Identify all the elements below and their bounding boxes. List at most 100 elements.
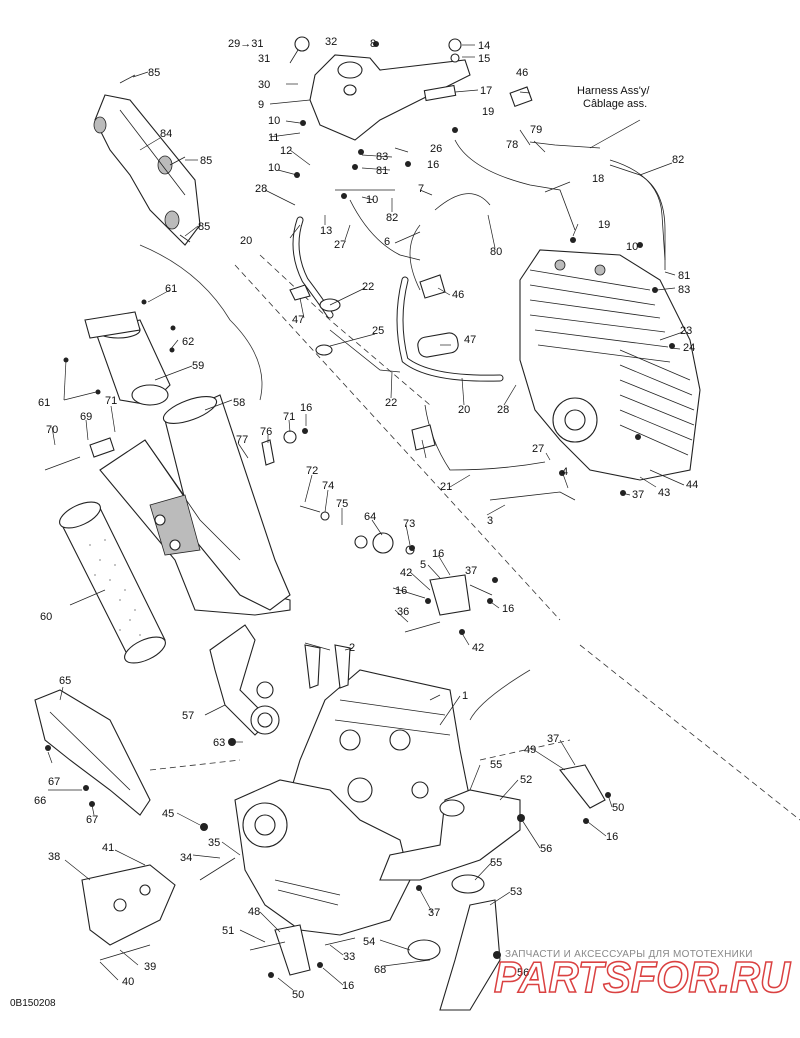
callout-16-g: 16 [342,980,354,992]
callout-41: 41 [102,842,114,854]
callout-84: 84 [160,128,172,140]
exhaust-pipe-57 [209,624,280,736]
callout-25: 25 [372,325,384,337]
callout-3: 3 [487,515,493,527]
callout-80: 80 [490,246,502,258]
callout-71-a: 71 [105,395,117,407]
harness-label: Harness Ass'y/ [577,85,650,97]
callout-7: 7 [418,183,424,195]
callout-16-a: 16 [427,159,439,171]
bracket-49-52 [559,764,606,809]
muffler-58 [99,394,291,616]
callout-47-b: 47 [464,334,476,346]
callout-16-c: 16 [432,548,444,560]
callout-19-b: 19 [598,219,610,231]
exhaust-manifold [379,789,521,1011]
heat-shield-84 [93,94,201,246]
callout-50-a: 50 [612,802,624,814]
callout-5: 5 [420,559,426,571]
callout-22-b: 22 [385,397,397,409]
callout-54: 54 [363,936,375,948]
harness-label-fr: Câblage ass. [583,98,647,110]
callout-56-b: 56 [517,967,529,979]
callout-73: 73 [403,518,415,530]
callout-37-b: 37 [465,565,477,577]
callout-44: 44 [686,479,698,491]
callout-65: 65 [59,675,71,687]
callout-42-a: 42 [400,567,412,579]
callout-labels: 29→31 32 14 15 31 8 30 17 9 46 85 19 Har… [34,36,698,1001]
callout-4: 4 [562,466,568,478]
clamps-gaskets [289,86,533,451]
packing-60 [59,501,166,664]
reference-lines [139,224,800,821]
callout-62: 62 [182,336,194,348]
watermark-logo: PARTSFOR.RU [494,953,791,1002]
callout-82-b: 82 [386,212,398,224]
callout-8: 8 [370,38,376,50]
callout-79: 79 [530,124,542,136]
callout-9: 9 [258,99,264,111]
callout-37-c: 37 [547,733,559,745]
callout-55-a: 55 [490,759,502,771]
drawing-code: 0B150208 [10,998,56,1009]
callout-20-b: 20 [458,404,470,416]
callout-47-a: 47 [292,314,304,326]
inner-tube-59 [84,311,171,406]
callout-15: 15 [478,53,490,65]
callout-16-d: 16 [395,585,407,597]
callout-50-b: 50 [292,989,304,1001]
callout-75: 75 [336,498,348,510]
callout-82-a: 82 [672,154,684,166]
callout-67-b: 67 [86,814,98,826]
callout-66: 66 [34,795,46,807]
callout-56-a: 56 [540,843,552,855]
callout-78: 78 [506,139,518,151]
callout-68: 68 [374,964,386,976]
callout-59: 59 [192,360,204,372]
engine-block [519,249,701,481]
callout-61-a: 61 [165,283,177,295]
callout-23: 23 [680,325,692,337]
callout-39: 39 [144,961,156,973]
callout-26: 26 [430,143,442,155]
harness-leader [529,119,641,149]
callout-10-b: 10 [268,162,280,174]
leader-lines [47,44,685,991]
callout-10-c: 10 [366,194,378,206]
bracket-5 [429,574,471,616]
callout-11: 11 [268,132,279,144]
cable-82 [335,159,666,261]
callout-10-a: 10 [268,115,280,127]
callout-12: 12 [280,145,292,157]
callout-13: 13 [320,225,332,237]
callout-18: 18 [592,173,604,185]
callout-60: 60 [40,611,52,623]
callout-37-a: 37 [632,489,644,501]
callout-35: 35 [208,837,220,849]
callout-83-b: 83 [678,284,690,296]
callout-55-b: 55 [490,857,502,869]
callout-70: 70 [46,424,58,436]
nut-dots [45,41,675,978]
callout-46-top: 46 [516,67,528,79]
callout-6: 6 [384,236,390,248]
callout-20-a: 20 [240,235,252,247]
callout-34: 34 [180,852,192,864]
callout-28-b: 28 [497,404,509,416]
callout-45: 45 [162,808,174,820]
callout-42-b: 42 [472,642,484,654]
callout-49: 49 [524,744,536,756]
callout-36: 36 [397,606,409,618]
fasteners [44,36,462,961]
callout-32: 32 [325,36,337,48]
callout-14: 14 [478,40,490,52]
bracket-48 [274,924,311,976]
callout-43: 43 [658,487,670,499]
oil-tank-9 [309,54,471,141]
callout-67-a: 67 [48,776,60,788]
callout-63: 63 [213,737,225,749]
callout-58: 58 [233,397,245,409]
callout-71-b: 71 [283,411,295,423]
